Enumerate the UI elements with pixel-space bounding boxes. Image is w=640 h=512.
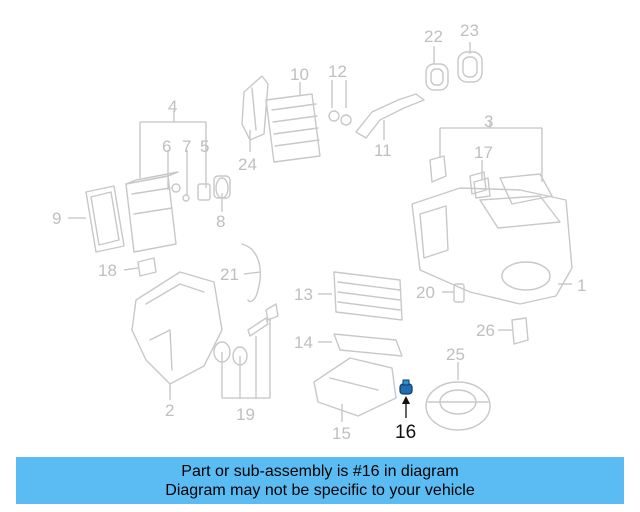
part-23-gasket-icon: [457, 51, 483, 83]
part-10-heater-core-icon: [265, 93, 321, 163]
banner-line-disclaimer: Diagram may not be specific to your vehi…: [165, 482, 475, 499]
callout-17: 17: [474, 143, 493, 162]
callout-11: 11: [374, 141, 392, 160]
arrowhead-16: [402, 396, 410, 404]
callout-13: 13: [294, 285, 313, 304]
banner-line-part: Part or sub-assembly is #16 in diagram: [181, 463, 459, 480]
callout-22: 22: [424, 27, 443, 46]
callout-23: 23: [460, 21, 479, 40]
callout-19: 19: [236, 405, 255, 424]
part-2-blower-case-icon: [131, 271, 223, 385]
callout-4: 4: [168, 97, 177, 116]
part-9-filter-icon: [85, 185, 125, 253]
part-12-orings-icon: [328, 110, 352, 126]
callout-24: 24: [238, 155, 257, 174]
callout-7: 7: [182, 137, 191, 156]
part-21-hose-icon: [241, 243, 261, 303]
callout-10: 10: [290, 65, 309, 84]
callout-9: 9: [52, 209, 61, 228]
part-19-seals-icon: [213, 303, 279, 366]
callout-26: 26: [476, 321, 495, 340]
info-banner: Part or sub-assembly is #16 in diagram D…: [16, 457, 624, 504]
callout-labels: 1 2 3 4 5 6 7 8 9 10 11 12 13 14 15 16 1…: [52, 21, 586, 443]
part-24-housing-icon: [241, 75, 269, 141]
parts-diagram: 1 2 3 4 5 6 7 8 9 10 11 12 13 14 15 16 1…: [52, 21, 586, 443]
part-20-connector-icon: [453, 283, 465, 303]
callout-21: 21: [220, 265, 239, 284]
part-1-hvac-case-icon: [411, 187, 573, 305]
callout-25: 25: [446, 345, 465, 364]
callout-2: 2: [165, 401, 174, 420]
part-25-blower-motor-icon: [425, 381, 491, 431]
callout-6: 6: [162, 137, 171, 156]
part-14-strip-icon: [333, 333, 403, 357]
callout-14: 14: [294, 333, 313, 352]
callout-18: 18: [98, 261, 117, 280]
callout-12: 12: [328, 62, 347, 81]
part-17-bracket-icon: [473, 177, 491, 199]
part-13-cabin-filter-icon: [333, 271, 403, 321]
callout-3: 3: [484, 112, 493, 131]
leader-lines: [68, 42, 572, 422]
callout-1: 1: [577, 276, 586, 295]
callout-15: 15: [332, 424, 351, 443]
callout-20: 20: [416, 283, 435, 302]
part-26-resistor-icon: [511, 317, 529, 345]
part-22-gasket-icon: [425, 63, 449, 91]
part-15-tray-icon: [313, 357, 397, 417]
part-11-pipe-icon: [355, 93, 425, 139]
callout-8: 8: [216, 212, 225, 231]
part-4-evaporator-icon: [125, 171, 179, 253]
callout-5: 5: [200, 137, 209, 156]
part-18-clip-icon: [137, 257, 157, 277]
callout-16: 16: [395, 422, 416, 443]
part-16-screw-icon: [399, 379, 413, 395]
part-8-clip-icon: [213, 175, 231, 199]
